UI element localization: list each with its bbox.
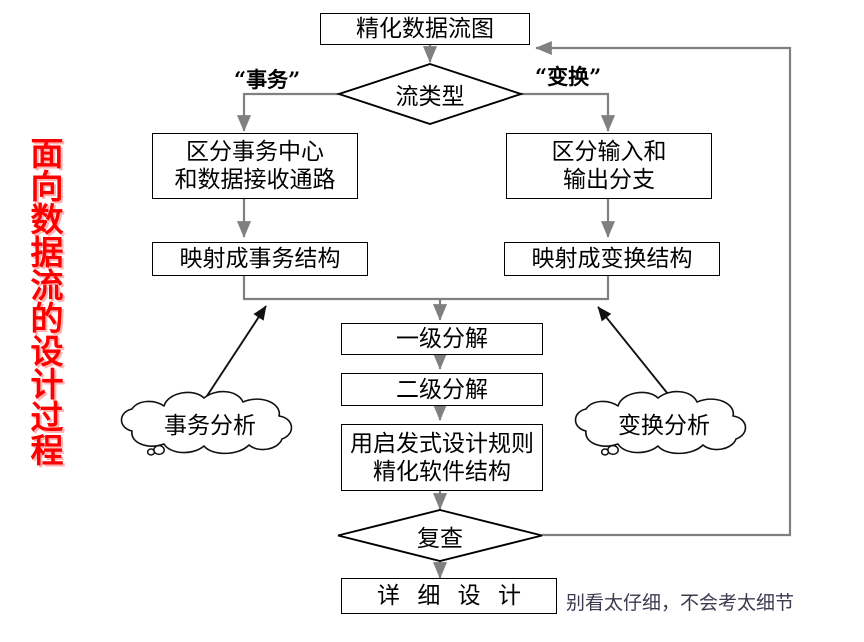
node-flow-type[interactable]: 流类型 xyxy=(335,62,525,126)
node-heuristic-refine[interactable]: 用启发式设计规则 精化软件结构 xyxy=(341,424,543,491)
edge-label-transaction: “事务” xyxy=(234,67,301,92)
node-detailed-design-label: 详 细 设 计 xyxy=(377,583,526,609)
node-map-transform[interactable]: 映射成变换结构 xyxy=(504,242,720,276)
page-title: 面向数据流的设计过程 xyxy=(25,136,64,466)
edge-label-transform: “变换” xyxy=(535,64,602,89)
node-map-transaction-label: 映射成事务结构 xyxy=(179,246,341,272)
node-refine-dfd[interactable]: 精化数据流图 xyxy=(320,13,530,45)
edge-flowtype-to-transform xyxy=(520,92,616,132)
node-map-transaction[interactable]: 映射成事务结构 xyxy=(152,242,368,276)
node-transaction-center-label: 区分事务中心 和数据接收通路 xyxy=(174,139,336,193)
node-review[interactable]: 复查 xyxy=(337,509,543,562)
cloud-transaction-analysis[interactable]: 事务分析 xyxy=(112,388,308,458)
node-level-one[interactable]: 一级分解 xyxy=(341,323,543,355)
node-input-output-branch-label: 区分输入和 输出分支 xyxy=(551,139,667,193)
node-heuristic-refine-label: 用启发式设计规则 精化软件结构 xyxy=(350,430,534,485)
node-input-output-branch[interactable]: 区分输入和 输出分支 xyxy=(506,133,712,199)
edge-flowtype-to-transaction xyxy=(236,92,341,132)
cloud-transform-analysis[interactable]: 变换分析 xyxy=(566,388,762,458)
footnote-text: 别看太仔细，不会考太细节 xyxy=(566,592,795,614)
node-level-one-label: 一级分解 xyxy=(396,326,488,352)
node-detailed-design[interactable]: 详 细 设 计 xyxy=(341,578,557,614)
node-level-two[interactable]: 二级分解 xyxy=(341,373,543,406)
edge-merge-to-level-one xyxy=(242,276,610,301)
node-level-two-label: 二级分解 xyxy=(396,376,488,403)
node-map-transform-label: 映射成变换结构 xyxy=(531,246,693,272)
edge-review-feedback-loop xyxy=(535,40,792,537)
node-transaction-center[interactable]: 区分事务中心 和数据接收通路 xyxy=(152,133,358,199)
node-refine-dfd-label: 精化数据流图 xyxy=(356,16,494,42)
